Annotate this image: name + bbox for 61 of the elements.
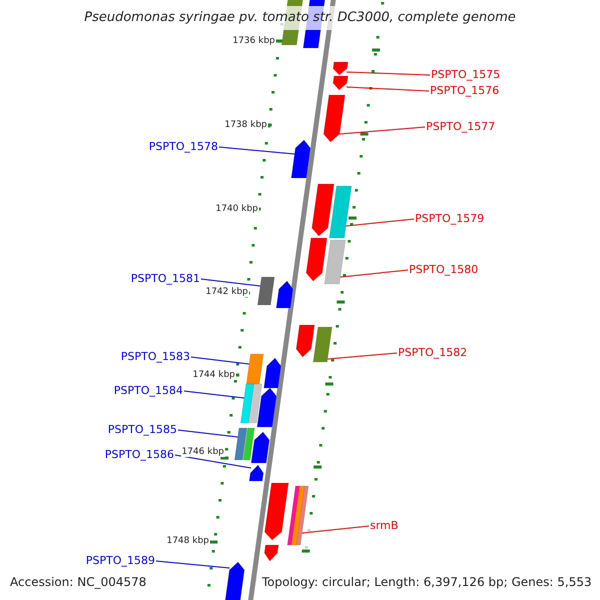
gene-bar — [240, 384, 254, 424]
title: Pseudomonas syringae pv. tomato str. DC3000, complete genome — [83, 11, 517, 24]
gene-bar — [291, 486, 305, 546]
leader-line — [190, 356, 250, 364]
gene-bar — [242, 428, 255, 460]
gene-feature — [296, 324, 315, 358]
gene-label: PSPTO_1581 — [130, 273, 200, 284]
gene-label: PSPTO_1579 — [415, 213, 484, 224]
gene-label: PSPTO_1584 — [114, 385, 183, 396]
gene-feature — [249, 464, 264, 482]
scale-label: 1742 kbp — [204, 288, 249, 296]
scale-label: 1738 kbp — [224, 120, 268, 130]
gene-label: PSPTO_1586 — [104, 449, 174, 460]
info-text: Topology: circular; Length: 6,397,126 bp; Genes: 5,553 — [262, 576, 592, 588]
leader-line — [174, 454, 252, 468]
gene-label: PSPTO_1589 — [86, 555, 155, 566]
leader-line — [346, 86, 430, 92]
gene-bar — [246, 354, 264, 384]
gene-feature — [276, 280, 294, 308]
gene-feature — [332, 62, 348, 76]
gene-feature — [225, 562, 245, 600]
scale-label: 1744 kbp — [192, 370, 236, 380]
gene-feature — [323, 94, 346, 142]
gene-feature — [264, 482, 289, 540]
gene-label: PSPTO_1585 — [108, 424, 177, 435]
gene-feature — [332, 76, 348, 90]
scale-label: 1748 kbp — [166, 536, 210, 546]
gene-feature — [291, 140, 311, 178]
leader-line — [346, 218, 414, 226]
leader-line — [200, 278, 261, 286]
leader-line — [218, 146, 296, 154]
gene-bar — [324, 240, 346, 284]
gene-feature — [306, 238, 328, 282]
scale-label: 1740 kbp — [214, 204, 259, 214]
gene-label: PSPTO_1582 — [398, 347, 468, 358]
gene-feature — [264, 544, 279, 562]
leader-line — [339, 126, 426, 134]
gene-bar — [329, 186, 352, 238]
gene-bar — [257, 276, 275, 306]
gene-feature — [256, 388, 277, 428]
gene-bar — [312, 326, 332, 362]
gene-feature — [312, 184, 334, 236]
scale-label: 1736 kbp — [232, 36, 276, 46]
gene-label: PSPTO_1578 — [148, 141, 218, 152]
leader-line — [340, 270, 408, 278]
gene-bar — [234, 428, 248, 460]
leader-line — [156, 560, 230, 568]
gene-label: PSPTO_1576 — [430, 85, 500, 96]
scale-label: 1746 kbp — [180, 448, 225, 456]
gene-label: PSPTO_1583 — [120, 351, 190, 362]
gene-bar — [248, 384, 262, 424]
gene-label: srmB — [370, 520, 398, 531]
gene-feature — [264, 358, 282, 388]
leader-line — [346, 72, 430, 76]
leader-line — [327, 352, 398, 360]
gene-label: PSPTO_1575 — [431, 69, 500, 80]
gene-label: PSPTO_1577 — [426, 121, 496, 132]
leader-line — [178, 430, 238, 438]
info-text: Accession: NC_004578 — [10, 576, 146, 588]
leader-line — [184, 390, 245, 398]
gene-label: PSPTO_1580 — [409, 264, 478, 275]
